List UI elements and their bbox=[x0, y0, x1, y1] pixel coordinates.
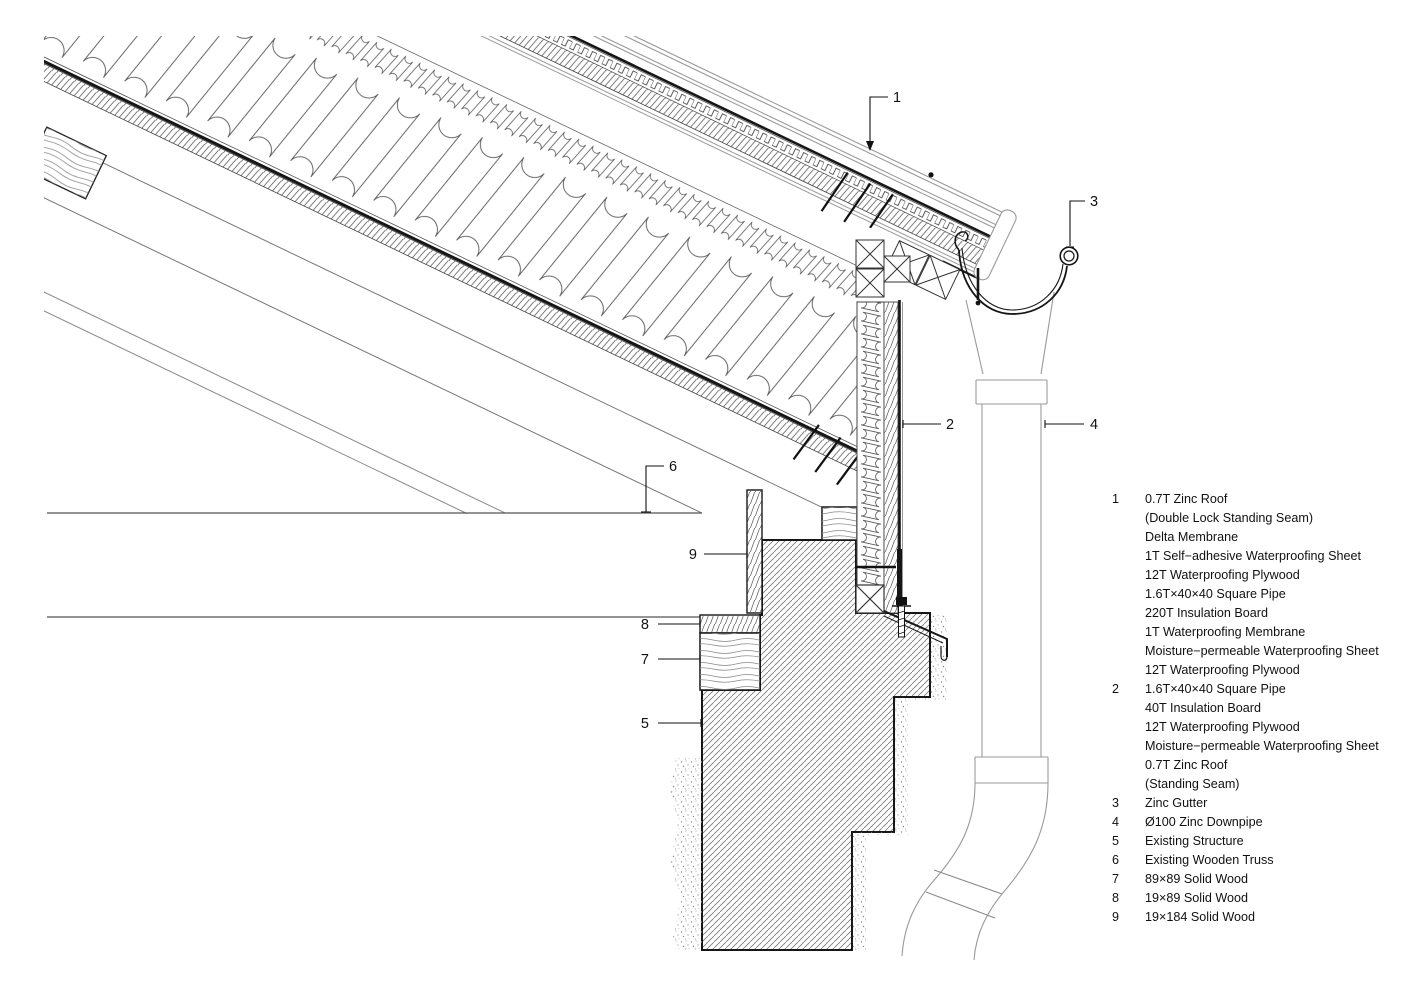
truss-horizontal-lines bbox=[47, 512, 702, 618]
callout-7: 7 bbox=[641, 652, 701, 668]
callout-6-label: 6 bbox=[669, 459, 677, 475]
lower-plywood-band bbox=[44, 36, 897, 487]
downpipe bbox=[901, 291, 1055, 961]
self-adhesive-sheet-line bbox=[44, 36, 997, 241]
callout-2: 2 bbox=[902, 417, 954, 433]
rafter-wood-grain bbox=[44, 127, 107, 199]
callout-9: 9 bbox=[689, 547, 748, 563]
insulation-batt-band bbox=[44, 36, 954, 467]
gutter-front-hook bbox=[954, 231, 969, 251]
roof-assembly-layers bbox=[44, 36, 1013, 515]
corner-square-pipes bbox=[855, 239, 911, 298]
gutter-bead bbox=[1059, 246, 1079, 266]
fascia-insulation-band bbox=[857, 302, 884, 585]
zinc-roof-sheet-lines bbox=[44, 36, 1013, 232]
legend-row: Moisture−permeable Waterproofing Sheet bbox=[1145, 739, 1379, 753]
callout-7-label: 7 bbox=[641, 652, 649, 668]
callout-9-label: 9 bbox=[689, 547, 697, 563]
legend-row: (Standing Seam) bbox=[1145, 777, 1240, 791]
wood-19x89 bbox=[699, 614, 761, 634]
wood-blocking bbox=[821, 506, 858, 541]
legend-row: (Double Lock Standing Seam) bbox=[1145, 511, 1314, 525]
truss-zone-lines bbox=[44, 51, 822, 515]
callout-3: 3 bbox=[1066, 194, 1098, 248]
zinc-clip-bar bbox=[897, 549, 902, 607]
legend-row: 40T Insulation Board bbox=[1145, 701, 1261, 715]
wood-19x184 bbox=[746, 489, 763, 614]
callout-4: 4 bbox=[1044, 417, 1098, 433]
zinc-gutter bbox=[954, 231, 1079, 315]
callout-2-label: 2 bbox=[946, 417, 954, 433]
callout-8: 8 bbox=[641, 617, 701, 633]
callout-4-label: 4 bbox=[1090, 417, 1098, 433]
thin-insulation-band bbox=[44, 36, 970, 353]
fascia-bottom-square-pipe bbox=[855, 584, 885, 614]
render-speckle-right bbox=[852, 615, 947, 950]
legend-row: 0.7T Zinc Roof bbox=[1145, 758, 1228, 772]
callout-8-label: 8 bbox=[641, 617, 649, 633]
drip-edge bbox=[975, 268, 981, 306]
callout-1-label: 1 bbox=[893, 90, 901, 106]
legend-row: 1T Waterproofing Membrane bbox=[1145, 625, 1306, 639]
waterproofing-membrane-line bbox=[44, 36, 898, 472]
downpipe-bend bbox=[901, 782, 1049, 961]
downpipe-collar-bottom bbox=[974, 756, 1049, 784]
callouts: 1 2 3 4 5 6 7 bbox=[641, 90, 1098, 732]
legend-row: Delta Membrane bbox=[1145, 530, 1239, 544]
seam-clip-dot bbox=[928, 172, 934, 178]
legend-row: 1T Self−adhesive Waterproofing Sheet bbox=[1145, 549, 1361, 563]
upper-plywood-band bbox=[44, 36, 986, 266]
legend-row: 220T Insulation Board bbox=[1145, 606, 1268, 620]
anchor-bolt bbox=[892, 597, 911, 638]
callout-5-label: 5 bbox=[641, 716, 649, 732]
roof-fastener-ticks bbox=[820, 172, 894, 234]
callout-3-label: 3 bbox=[1090, 194, 1098, 210]
callout-1: 1 bbox=[866, 90, 901, 151]
render-speckle-left bbox=[670, 758, 702, 950]
downpipe-funnel bbox=[965, 299, 984, 375]
wood-89x89 bbox=[699, 632, 761, 691]
vent-gap-top-lines bbox=[44, 36, 977, 273]
existing-masonry-wall bbox=[670, 539, 947, 951]
legend-row: 12T Waterproofing Plywood bbox=[1145, 663, 1300, 677]
legend-row: 12T Waterproofing Plywood bbox=[1145, 720, 1300, 734]
fascia-assembly bbox=[855, 239, 948, 661]
callout-5: 5 bbox=[641, 716, 702, 732]
legend-row: Moisture−permeable Waterproofing Sheet bbox=[1145, 644, 1379, 658]
legend-row: 12T Waterproofing Plywood bbox=[1145, 568, 1300, 582]
callout-6: 6 bbox=[641, 459, 677, 513]
downpipe-collar-top bbox=[975, 379, 1048, 405]
fascia-plywood-band bbox=[884, 302, 898, 613]
legend-row: 1.6T×40×40 Square Pipe bbox=[1145, 587, 1286, 601]
